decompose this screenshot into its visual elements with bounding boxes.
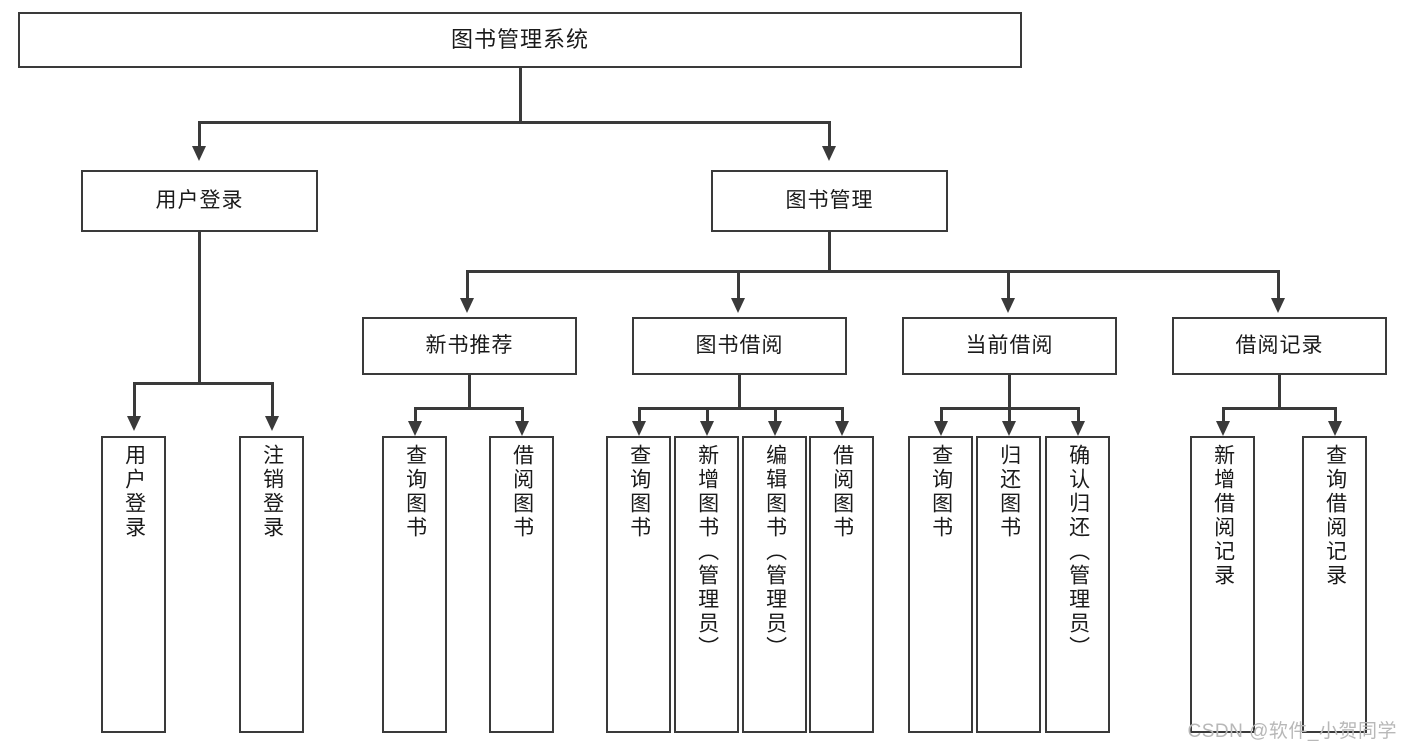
leaf-label: 查询图书: [929, 444, 953, 540]
connector-borrow-record-stem: [1278, 375, 1281, 407]
arrowhead-current-borrow-leaf-1: [934, 421, 948, 436]
leaf-query-book-current[interactable]: 查询图书: [908, 436, 973, 733]
leaf-edit-book-admin[interactable]: 编辑图书（管理员）: [742, 436, 807, 733]
connector-user-login-leaf-2: [271, 382, 274, 416]
arrowhead-book-borrow-leaf-2: [700, 421, 714, 436]
arrowhead-book-borrow-leaf-3: [768, 421, 782, 436]
connector-borrow-record-leaf-2: [1334, 407, 1337, 421]
leaf-borrow-book-recommend[interactable]: 借阅图书: [489, 436, 554, 733]
arrowhead-new-book-leaf-1: [408, 421, 422, 436]
node-book-management[interactable]: 图书管理: [711, 170, 948, 232]
leaf-label: 借阅图书: [510, 444, 534, 540]
connector-book-management-bus: [466, 270, 1280, 273]
leaf-query-book-borrow[interactable]: 查询图书: [606, 436, 671, 733]
connector-current-borrow-leaf-2: [1008, 407, 1011, 421]
leaf-confirm-return-admin[interactable]: 确认归还（管理员）: [1045, 436, 1110, 733]
connector-current-borrow-stem: [1008, 375, 1011, 407]
leaf-user-login[interactable]: 用户登录: [101, 436, 166, 733]
connector-book-management-stem: [828, 232, 831, 270]
leaf-label: 新增图书（管理员）: [695, 444, 719, 660]
node-user-login[interactable]: 用户登录: [81, 170, 318, 232]
connector-current-borrow-leaf-3: [1077, 407, 1080, 421]
leaf-borrow-book[interactable]: 借阅图书: [809, 436, 874, 733]
connector-to-new-book: [466, 270, 469, 298]
arrowhead-current-borrow-leaf-2: [1002, 421, 1016, 436]
connector-root-bus: [198, 121, 831, 124]
arrowhead-to-borrow-record: [1271, 298, 1285, 313]
leaf-label: 确认归还（管理员）: [1066, 444, 1090, 660]
node-book-borrow[interactable]: 图书借阅: [632, 317, 847, 375]
node-label: 新书推荐: [425, 333, 514, 357]
connector-book-borrow-leaf-4: [841, 407, 844, 421]
node-label: 当前借阅: [965, 333, 1054, 357]
node-label: 图书管理: [785, 188, 874, 212]
connector-new-book-stem: [468, 375, 471, 407]
leaf-label: 查询借阅记录: [1323, 444, 1347, 588]
connector-to-user-login: [198, 121, 201, 146]
watermark-text: CSDN @软件_小贺同学: [1187, 721, 1397, 742]
leaf-add-borrow-record[interactable]: 新增借阅记录: [1190, 436, 1255, 733]
arrowhead-to-current-borrow: [1001, 298, 1015, 313]
connector-book-borrow-leaf-3: [774, 407, 777, 421]
node-new-book-recommend[interactable]: 新书推荐: [362, 317, 577, 375]
arrowhead-borrow-record-leaf-1: [1216, 421, 1230, 436]
connector-new-book-bus: [414, 407, 524, 410]
connector-root-stem: [519, 68, 522, 121]
connector-new-book-leaf-2: [521, 407, 524, 421]
arrowhead-to-user-login: [192, 146, 206, 161]
connector-borrow-record-leaf-1: [1222, 407, 1225, 421]
node-label: 用户登录: [155, 188, 244, 212]
connector-book-borrow-leaf-2: [706, 407, 709, 421]
arrowhead-to-book-borrow: [731, 298, 745, 313]
node-current-borrow[interactable]: 当前借阅: [902, 317, 1117, 375]
node-label: 图书借阅: [695, 333, 784, 357]
connector-current-borrow-leaf-1: [940, 407, 943, 421]
arrowhead-user-login-leaf-2: [265, 416, 279, 431]
arrowhead-book-borrow-leaf-1: [632, 421, 646, 436]
leaf-logout[interactable]: 注销登录: [239, 436, 304, 733]
leaf-query-borrow-record[interactable]: 查询借阅记录: [1302, 436, 1367, 733]
arrowhead-book-borrow-leaf-4: [835, 421, 849, 436]
arrowhead-to-book-management: [822, 146, 836, 161]
connector-book-borrow-bus: [638, 407, 843, 410]
node-borrow-record[interactable]: 借阅记录: [1172, 317, 1387, 375]
leaf-label: 借阅图书: [830, 444, 854, 540]
leaf-label: 查询图书: [627, 444, 651, 540]
connector-user-login-stem: [198, 232, 201, 382]
leaf-add-book-admin[interactable]: 新增图书（管理员）: [674, 436, 739, 733]
leaf-query-book-recommend[interactable]: 查询图书: [382, 436, 447, 733]
node-root-book-management-system[interactable]: 图书管理系统: [18, 12, 1022, 68]
connector-new-book-leaf-1: [414, 407, 417, 421]
leaf-label: 新增借阅记录: [1211, 444, 1235, 588]
node-label: 借阅记录: [1235, 333, 1324, 357]
connector-to-borrow-record: [1277, 270, 1280, 298]
arrowhead-user-login-leaf-1: [127, 416, 141, 431]
connector-to-current-borrow: [1007, 270, 1010, 298]
arrowhead-to-new-book: [460, 298, 474, 313]
leaf-label: 用户登录: [122, 444, 146, 540]
connector-to-book-management: [828, 121, 831, 146]
leaf-return-book[interactable]: 归还图书: [976, 436, 1041, 733]
arrowhead-new-book-leaf-2: [515, 421, 529, 436]
connector-to-book-borrow: [737, 270, 740, 298]
leaf-label: 归还图书: [997, 444, 1021, 540]
connector-user-login-leaf-1: [133, 382, 136, 416]
leaf-label: 查询图书: [403, 444, 427, 540]
node-label: 图书管理系统: [450, 27, 589, 53]
connector-book-borrow-stem: [738, 375, 741, 407]
arrowhead-current-borrow-leaf-3: [1071, 421, 1085, 436]
arrowhead-borrow-record-leaf-2: [1328, 421, 1342, 436]
connector-borrow-record-bus: [1222, 407, 1336, 410]
connector-book-borrow-leaf-1: [638, 407, 641, 421]
connector-user-login-bus: [133, 382, 273, 385]
leaf-label: 编辑图书（管理员）: [763, 444, 787, 660]
leaf-label: 注销登录: [260, 444, 284, 540]
